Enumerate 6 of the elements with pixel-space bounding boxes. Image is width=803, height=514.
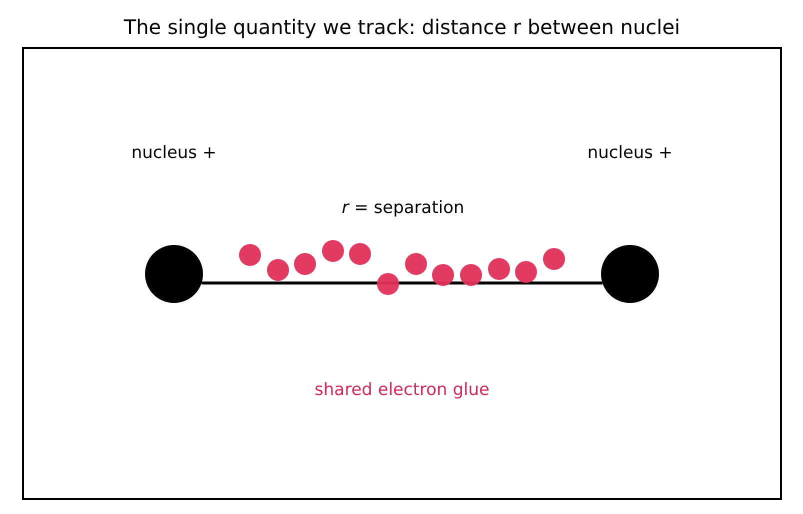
nucleus-label: nucleus + [131, 143, 217, 163]
diagram-title: The single quantity we track: distance r between nuclei [124, 15, 680, 39]
edge-label: r = separation [342, 198, 464, 218]
separation-line [202, 282, 602, 284]
annotation-text: shared electron glue [314, 380, 490, 400]
nucleus-label: nucleus + [587, 143, 673, 163]
